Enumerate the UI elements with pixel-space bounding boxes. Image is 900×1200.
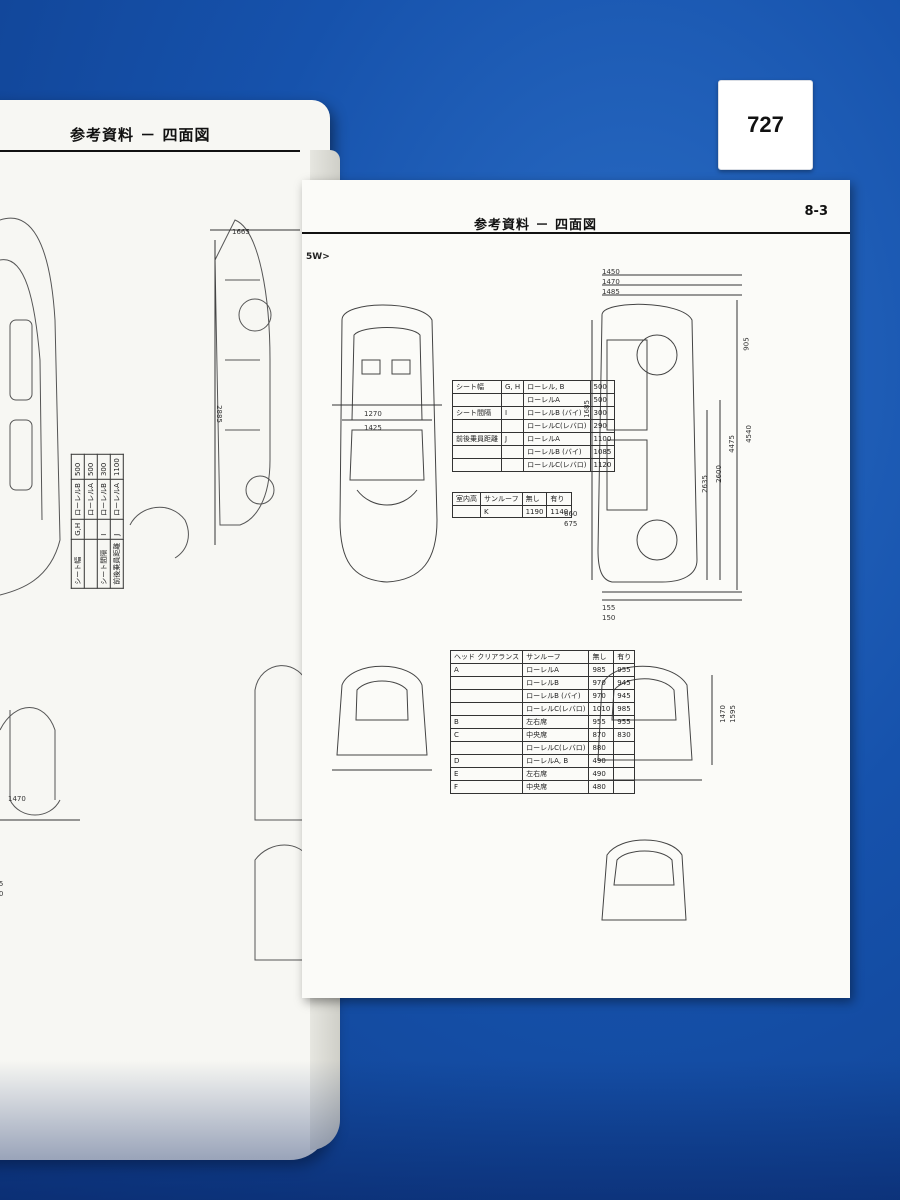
right-page: 参考資料 － 四面図 8-3 5W> — [302, 180, 850, 998]
model-code: 5W> — [306, 252, 330, 262]
table-row: ローレルA 500 — [452, 393, 616, 407]
table-row: ローレルB (バイ) 1085 — [452, 445, 616, 459]
left-car-side-drawing — [0, 217, 311, 961]
track-dim: 1470 — [718, 705, 727, 723]
right-page-header: 参考資料 － 四面図 — [474, 218, 598, 233]
table-row: 室内高 サンルーフ 無し 有り — [452, 492, 573, 506]
table-row: シート間隔 I ローレルB (バイ) 300 — [452, 406, 616, 420]
roof-height-1: 1450 — [602, 268, 620, 276]
roof-height-3: 1485 — [602, 288, 620, 296]
number-sticker: 727 — [718, 80, 813, 170]
bottom-shadow — [0, 1060, 900, 1200]
table-row: ローレルC(レバロ)880 — [449, 741, 636, 755]
front-height-2-dim: 675 — [564, 520, 578, 528]
table-row: シート幅 G, H ローレル, B 500 — [452, 380, 616, 394]
top-width-dim-1: 1270 — [364, 410, 382, 418]
top-width-dim-2: 1425 — [364, 424, 382, 432]
table-row: K 1190 1140 — [452, 505, 573, 518]
table-row: ローレルC(レバロ) 1120 — [452, 458, 616, 472]
sunroof-headroom-table: 室内高 サンルーフ 無し 有り K 1190 1140 — [452, 492, 573, 518]
left-width-dim: 1470 — [8, 795, 26, 803]
roof-height-2: 1470 — [602, 278, 620, 286]
left-page: 参考資料 － 四面図 1470 975 960 2885 1665 シー — [0, 100, 330, 1160]
left-front-dim-b: 960 — [0, 890, 4, 898]
length-b-dim: 4475 — [727, 435, 736, 453]
right-header-rule — [302, 232, 850, 234]
table-row: ヘッド クリアランス サンルーフ 無し 有り — [449, 650, 636, 664]
left-page-header: 参考資料 － 四面図 — [70, 126, 211, 144]
left-front-dim-a: 975 — [0, 880, 4, 888]
car-top-view-drawing — [332, 274, 742, 921]
wheelbase-2-dim: 2635 — [700, 475, 709, 493]
page-number: 8-3 — [804, 204, 829, 219]
table-row: 前後乗員距離 J ローレルA 1100 — [452, 432, 616, 446]
seat-dimension-table: シート幅 G, H ローレル, B 500 ローレルA 500 シート間隔 I … — [452, 380, 616, 472]
table-row: ローレルC(レバロ) 290 — [452, 419, 616, 433]
sticker-number: 727 — [747, 112, 784, 137]
left-roof-dim: 1665 — [232, 228, 250, 236]
front-overhang-dim: 905 — [742, 337, 751, 351]
overall-width-dim: 1595 — [728, 705, 737, 723]
clearance-1-dim: 155 — [602, 604, 616, 612]
overall-length-dim: 4540 — [744, 425, 753, 443]
clearance-2-dim: 150 — [602, 614, 616, 622]
left-length-dim: 2885 — [214, 405, 223, 423]
wheelbase-dim: 2600 — [714, 465, 723, 483]
left-header-rule — [0, 150, 300, 152]
